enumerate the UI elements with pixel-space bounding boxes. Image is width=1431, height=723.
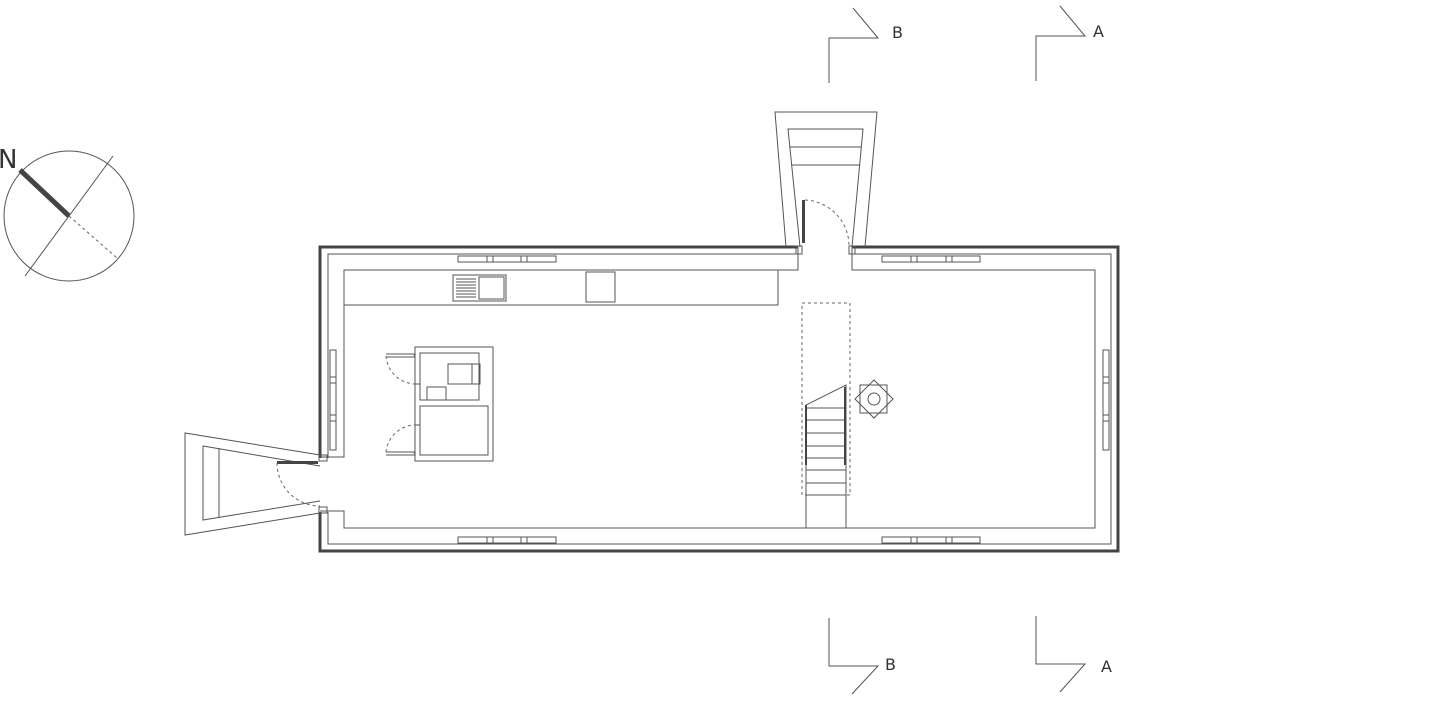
section-label: A [1093, 22, 1104, 41]
shower [419, 405, 489, 456]
window-south-west [457, 536, 557, 544]
section-marker-b-top: B [828, 7, 903, 83]
west-entrance-porch [184, 432, 328, 536]
section-label: B [885, 655, 896, 674]
kitchen-counter [343, 269, 779, 306]
bathroom-door-lower [385, 424, 420, 456]
section-marker-a-bottom: A [1035, 616, 1112, 693]
bathroom-door-upper [385, 353, 420, 385]
window-east [1102, 349, 1110, 451]
window-north-west [457, 255, 557, 263]
north-door [802, 200, 805, 243]
window-west [329, 349, 337, 451]
north-entrance-porch [774, 111, 878, 255]
section-label: B [892, 23, 903, 42]
window-north-east [881, 255, 981, 263]
north-arrow: N [0, 145, 135, 282]
bathroom-block [385, 346, 494, 462]
west-door [277, 461, 318, 464]
toilet [426, 386, 447, 401]
exterior-walls [318, 245, 1120, 553]
window-south-east [881, 536, 981, 544]
section-label: A [1101, 657, 1112, 676]
north-needle [18, 168, 71, 218]
wood-stove [854, 379, 894, 419]
cooktop [585, 271, 616, 303]
sink [452, 274, 507, 302]
section-marker-a-top: A [1035, 5, 1104, 81]
compass-circle [3, 150, 135, 282]
north-label: N [0, 145, 17, 175]
washbasin [447, 363, 481, 385]
staircase [801, 302, 851, 528]
section-marker-b-bottom: B [828, 618, 896, 695]
